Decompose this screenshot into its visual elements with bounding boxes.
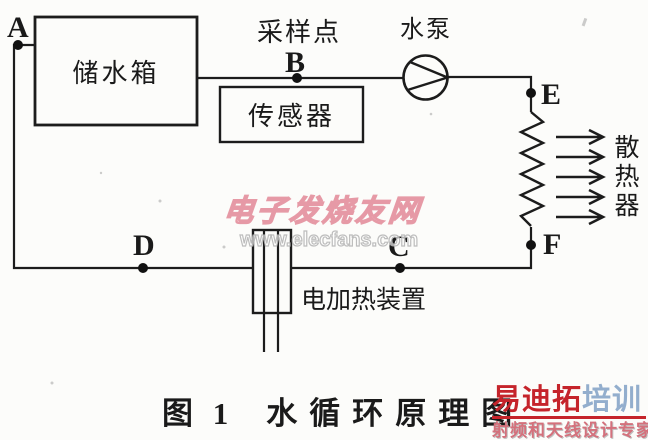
heat-arrows [556, 128, 606, 226]
radiator-label: 散热器 [611, 134, 639, 221]
sensor-label: 传感器 [247, 101, 335, 131]
figure-title: 水循环原理图 [266, 396, 525, 431]
logo-brand-blue: 培训 [582, 384, 643, 416]
node-label-b: B [285, 46, 306, 79]
logo-underline [492, 416, 646, 419]
radiator-coil [518, 111, 546, 227]
pump-label: 水泵 [400, 16, 452, 43]
heater-symbol [251, 228, 293, 352]
logo-brand: 易迪拓培训 [492, 386, 648, 415]
node-label-f: F [543, 228, 562, 261]
figure-caption: 图 1 水循环原理图 [162, 388, 524, 433]
site-logo: 易迪拓培训 射频和天线设计专家 [492, 386, 648, 439]
scan-speckles [50, 17, 588, 385]
pump-symbol [402, 54, 452, 101]
node-dots [13, 40, 536, 273]
heater-label: 电加热装置 [301, 286, 427, 314]
node-label-a: A [7, 11, 29, 44]
node-label-d: D [133, 229, 155, 262]
logo-tagline: 射频和天线设计专家 [492, 421, 648, 440]
figure-number: 图 1 [162, 396, 235, 431]
node-label-c: C [388, 230, 410, 263]
watermark-site-url: www.elecfans.com [239, 228, 419, 251]
sensor-box [218, 85, 365, 144]
tank-label: 储水箱 [72, 57, 160, 88]
pipe-pump-to-radiator [448, 75, 533, 112]
watermark-site-name: 电子发烧友网 [221, 194, 424, 228]
logo-brand-red: 易迪拓 [492, 384, 583, 416]
tank-box [33, 15, 199, 127]
sampling-point-label: 采样点 [257, 17, 342, 47]
node-label-e: E [541, 78, 562, 111]
